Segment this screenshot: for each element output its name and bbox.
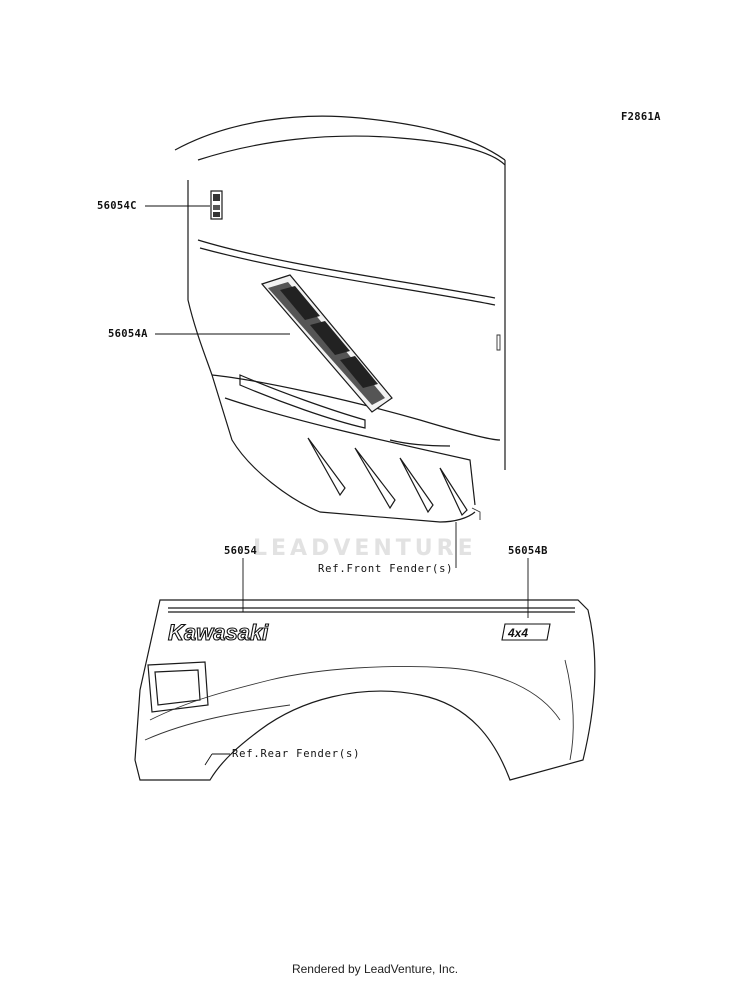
kawasaki-logo-text: Kawasaki	[168, 620, 269, 645]
decal-56054B-4x4: 4x4	[501, 623, 551, 641]
front-fender-outline	[174, 115, 506, 523]
front-fender-fins	[307, 437, 468, 517]
decal-56054-kawasaki: Kawasaki	[167, 619, 269, 645]
rear-fender-outline	[134, 599, 596, 781]
footer-credit: Rendered by LeadVenture, Inc.	[291, 962, 459, 976]
four-by-four-text: 4x4	[507, 626, 528, 640]
decal-56054C-badge	[210, 190, 223, 220]
watermark: LEADVENTURE	[253, 536, 477, 561]
leader-lines	[145, 205, 529, 766]
figure-code: F2861A	[621, 111, 661, 123]
decal-56054A-graphic	[260, 274, 393, 413]
ref-front-fender: Ref.Front Fender(s)	[318, 563, 454, 575]
callout-56054[interactable]: 56054	[224, 545, 258, 557]
callout-56054C[interactable]: 56054C	[97, 200, 137, 212]
ref-rear-fender: Ref.Rear Fender(s)	[232, 748, 361, 760]
callout-56054A[interactable]: 56054A	[108, 328, 148, 340]
callout-56054B[interactable]: 56054B	[508, 545, 548, 557]
